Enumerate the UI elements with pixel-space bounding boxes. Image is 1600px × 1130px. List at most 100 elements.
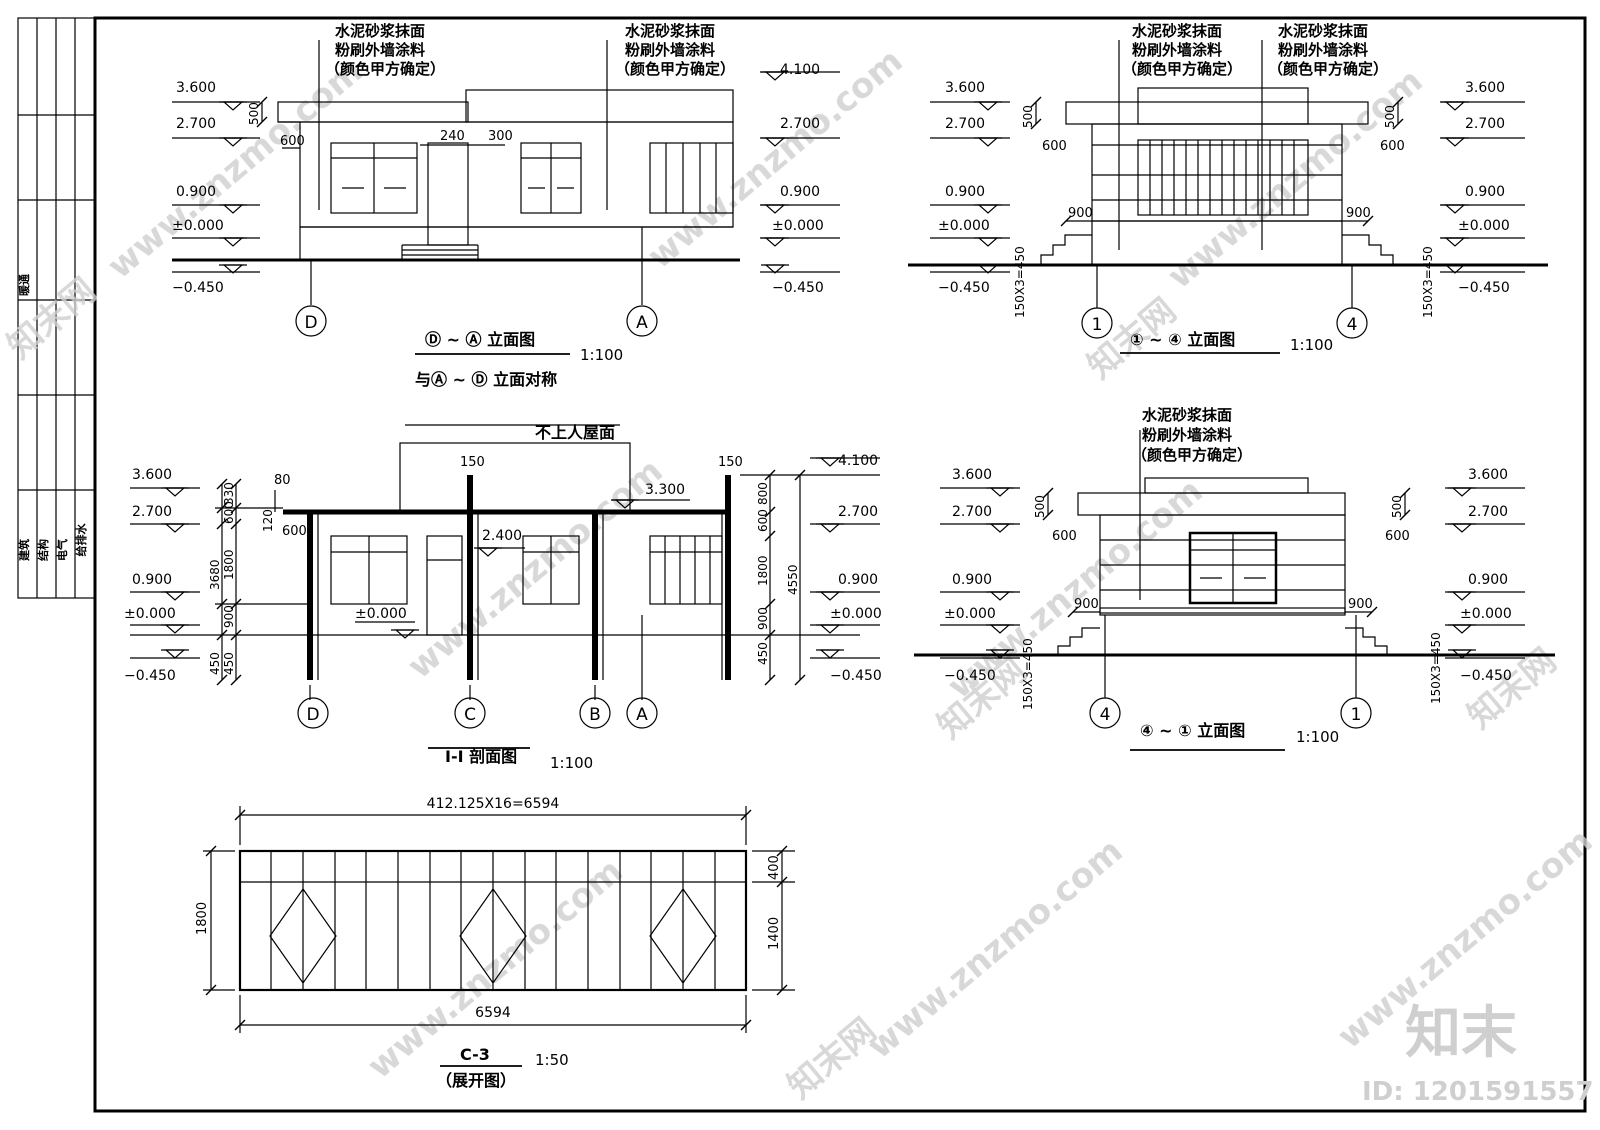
sec-dim-3680: 3680 [208, 559, 222, 590]
elev-3600: 3.600 [176, 80, 216, 96]
elev-0900: 0.900 [176, 184, 216, 200]
axis-1: 1 [1092, 315, 1103, 335]
dim-300: 300 [488, 129, 513, 144]
sec-dim-80: 80 [274, 473, 291, 488]
elev14-3600-r: 3.600 [1465, 80, 1505, 96]
elev41-0900: 0.900 [952, 572, 992, 588]
elev-m0450-r: −0.450 [772, 280, 824, 296]
elev14-0900: 0.900 [945, 184, 985, 200]
dim-240: 240 [440, 129, 465, 144]
note-14-a2: 粉刷外墙涂料 [1132, 41, 1222, 59]
watermark-site-7: www.znzmo.com [860, 831, 1130, 1067]
title-elev-4-1: ④ ~ ① 立面图 [1140, 721, 1245, 740]
sec-axis-d: D [306, 705, 319, 725]
dim41-500-r: 500 [1390, 495, 1404, 518]
elevation-4-1 [914, 430, 1555, 751]
sec-dim-600-r: 600 [756, 509, 770, 532]
sec-dim-450-l: 450 [208, 652, 222, 675]
note-line2: 粉刷外墙涂料 [335, 41, 425, 59]
elev41-0000-r: ±0.000 [1460, 606, 1512, 622]
dim14-500-r: 500 [1383, 105, 1397, 128]
sec-dim-800: 800 [756, 482, 770, 505]
dim14-600-r: 600 [1380, 139, 1405, 154]
scale-elev-1-4: 1:100 [1290, 336, 1333, 354]
dim-500: 500 [247, 102, 261, 125]
watermark-site-3: www.znzmo.com [1160, 61, 1430, 297]
window-c3 [203, 806, 795, 1067]
c3-dim-1400: 1400 [767, 917, 782, 950]
sec-dim-4550: 4550 [786, 564, 800, 595]
elev14-0900-r: 0.900 [1465, 184, 1505, 200]
dim41-steps-r: 150X3=450 [1429, 632, 1443, 704]
elev41-0000: ±0.000 [944, 606, 996, 622]
sec-3600: 3.600 [132, 467, 172, 483]
scale-section: 1:100 [550, 754, 593, 772]
elev41-m0450: −0.450 [944, 668, 996, 684]
title-section: I-I 剖面图 [445, 747, 517, 766]
elev-0000: ±0.000 [172, 218, 224, 234]
sec-m0450: −0.450 [124, 668, 176, 684]
watermark-brand-5: 知末网 [780, 1011, 884, 1107]
axis-a: A [636, 313, 648, 333]
tb-label-hvac: 暖通 [17, 274, 31, 296]
elevation-4-1-labels: 水泥砂浆抹面 粉刷外墙涂料 （颜色甲方确定） 3.600 2.700 0.900… [944, 406, 1512, 746]
scale-elev-4-1: 1:100 [1296, 728, 1339, 746]
elev41-2700: 2.700 [952, 504, 992, 520]
elev-2700-r: 2.700 [780, 116, 820, 132]
sec-dim-600-v: 600 [222, 501, 236, 524]
watermark-site-6: www.znzmo.com [360, 851, 630, 1087]
c3-scale: 1:50 [535, 1051, 569, 1069]
dim14-steps: 150X3=450 [1013, 246, 1027, 318]
elev41-2700-r: 2.700 [1468, 504, 1508, 520]
title-elev-d-a: Ⓓ ~ Ⓐ 立面图 [425, 330, 535, 349]
note-14-b1: 水泥砂浆抹面 [1278, 22, 1368, 40]
elev-2700: 2.700 [176, 116, 216, 132]
section-i-i-labels: 不上人屋面 3.600 2.700 0.900 ±0.000 −0.450 4.… [124, 423, 882, 772]
elevation-d-a-labels: 水泥砂浆抹面 粉刷外墙涂料 （颜色甲方确定） 水泥砂浆抹面 粉刷外墙涂料 （颜色… [172, 22, 824, 389]
elev14-m0450-r: −0.450 [1458, 280, 1510, 296]
elev14-0000: ±0.000 [938, 218, 990, 234]
dim41-600: 600 [1052, 529, 1077, 544]
scale-elev-d-a: 1:100 [580, 346, 623, 364]
title-elev-1-4: ① ~ ④ 立面图 [1130, 330, 1235, 349]
note-14-b2: 粉刷外墙涂料 [1278, 41, 1368, 59]
sec-m0450-r: −0.450 [830, 668, 882, 684]
dim14-600: 600 [1042, 139, 1067, 154]
c3-dim-400: 400 [767, 855, 782, 880]
note-line1: 水泥砂浆抹面 [335, 22, 425, 40]
dim14-900-r: 900 [1346, 206, 1371, 221]
note-41-2: 粉刷外墙涂料 [1142, 426, 1232, 444]
dim14-500: 500 [1021, 105, 1035, 128]
sec-2400: 2.400 [482, 528, 522, 544]
elev41-m0450-r: −0.450 [1460, 668, 1512, 684]
elev-0000-r: ±0.000 [772, 218, 824, 234]
axis-4: 4 [1347, 315, 1358, 335]
sec-dim-150-r: 150 [718, 455, 743, 470]
sec-dim-120: 120 [261, 509, 275, 532]
sec-axis-c: C [464, 705, 476, 725]
elev41-3600: 3.600 [952, 467, 992, 483]
sec-dim-1800: 1800 [222, 549, 236, 580]
axis41-1: 1 [1351, 705, 1362, 725]
c3-dim-bottom: 6594 [475, 1005, 511, 1021]
note-line3: （颜色甲方确定） [325, 60, 445, 78]
sheet-border [17, 16, 1587, 1113]
elevation-1-4-labels: 水泥砂浆抹面 粉刷外墙涂料 （颜色甲方确定） 水泥砂浆抹面 粉刷外墙涂料 （颜色… [938, 22, 1510, 354]
c3-dim-top: 412.125X16=6594 [427, 796, 560, 812]
dim14-900: 900 [1068, 206, 1093, 221]
subtitle-elev-d-a: 与Ⓐ ~ Ⓓ 立面对称 [415, 370, 557, 389]
tb-label-electrical: 电气 [55, 539, 69, 561]
axis41-4: 4 [1100, 705, 1111, 725]
note-14-a3: （颜色甲方确定） [1122, 60, 1242, 78]
watermark-brand: 知末网 [0, 271, 104, 367]
window-c3-labels: 412.125X16=6594 6594 1800 400 1400 C-3 1… [195, 796, 782, 1090]
watermark-id: ID: 1201591557 [1362, 1077, 1594, 1107]
sec-0000: ±0.000 [124, 606, 176, 622]
elev14-3600: 3.600 [945, 80, 985, 96]
note-line1-b: 水泥砂浆抹面 [625, 22, 715, 40]
sec-0000-r: ±0.000 [830, 606, 882, 622]
roof-note: 不上人屋面 [535, 423, 615, 442]
sec-dim-450-r: 450 [756, 642, 770, 665]
dim41-500: 500 [1033, 495, 1047, 518]
